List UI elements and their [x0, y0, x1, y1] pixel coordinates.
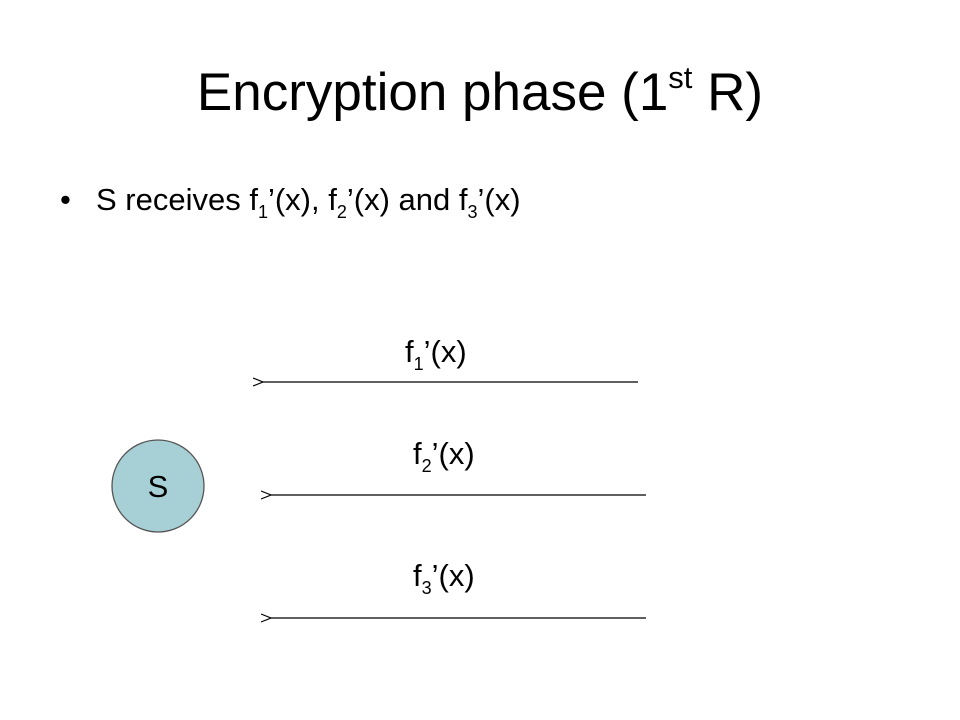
arrow-label-2: f2’(x): [413, 434, 475, 478]
arrow-label-1-subscript: 1: [413, 354, 424, 374]
bullet-text-4: ’(x): [477, 182, 521, 217]
bullet-text-2: ’(x), f: [267, 182, 337, 217]
arrow-label-3: f3’(x): [413, 556, 475, 600]
node-s-label: S: [148, 469, 169, 504]
bullet-text-1: S receives f: [96, 182, 258, 217]
title-superscript: st: [668, 60, 693, 95]
arrow-label-3-suffix: ’(x): [431, 558, 475, 593]
title-tail: R): [692, 63, 764, 122]
title-text: Encryption phase (1: [196, 63, 669, 122]
bullet-item: • S receives f1’(x), f2’(x) and f3’(x): [60, 178, 521, 226]
arrow-label-2-prefix: f: [413, 436, 422, 471]
bullet-subscript-3: 3: [467, 202, 478, 222]
bullet-text-3: ’(x) and f: [346, 182, 468, 217]
bullet-subscript-2: 2: [336, 202, 347, 222]
node-s: [111, 439, 205, 533]
arrow-label-1-prefix: f: [405, 334, 414, 369]
arrow-label-2-suffix: ’(x): [431, 436, 475, 471]
bullet-subscript-1: 1: [257, 202, 268, 222]
arrow-label-1-suffix: ’(x): [423, 334, 467, 369]
arrow-label-3-prefix: f: [413, 558, 422, 593]
bullet-marker: •: [60, 182, 71, 217]
arrow-label-3-subscript: 3: [421, 578, 432, 598]
slide-title: Encryption phase (1st R): [0, 58, 960, 135]
arrow-label-1: f1’(x): [405, 332, 467, 376]
arrow-label-2-subscript: 2: [421, 456, 432, 476]
